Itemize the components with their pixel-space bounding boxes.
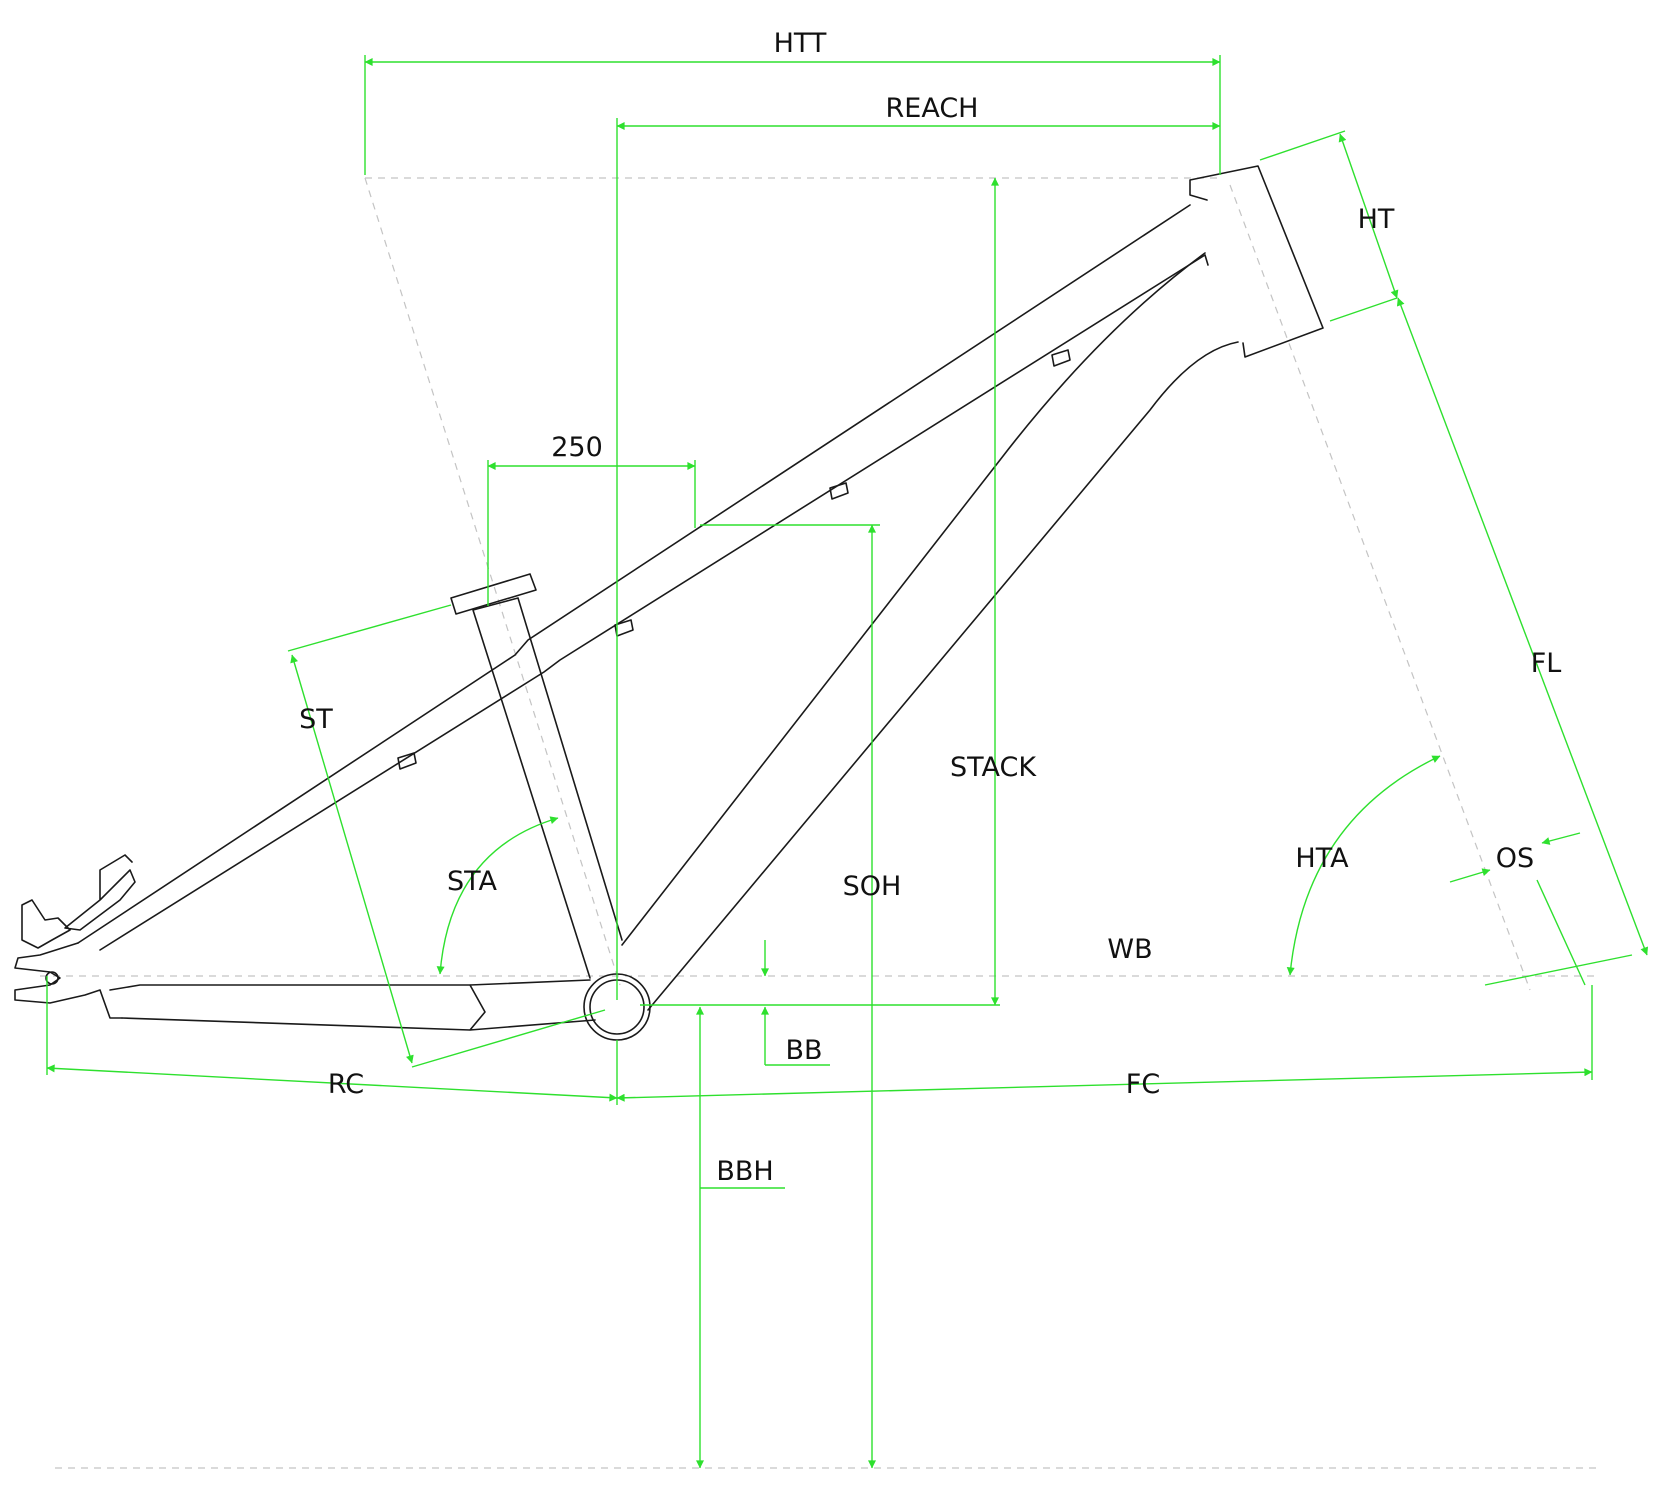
steering-axis-line: [1229, 184, 1531, 991]
label-wb: WB: [1107, 934, 1152, 965]
dropout-axle-hole: [45, 971, 59, 985]
ht-dimension-line: [1338, 133, 1399, 299]
dimensions: [46, 55, 1649, 1469]
seat-clamp: [450, 573, 537, 615]
label-stack: STACK: [950, 752, 1037, 783]
label-bb: BB: [785, 1035, 822, 1066]
st-dimension-line: [290, 654, 414, 1064]
rear-dropout: [14, 942, 123, 1019]
label-bbh: BBH: [716, 1156, 773, 1187]
reference-lines: [40, 177, 1600, 1469]
dimension-labels: HTT REACH HT FL 250 ST STACK SOH STA HTA…: [299, 28, 1561, 1187]
seat-tube-axis-extension: [364, 177, 621, 986]
seat-tube: [472, 597, 623, 979]
top-tube: [77, 204, 1209, 951]
fc-dimension-line: [616, 1068, 1593, 1102]
derailleur-hanger: [21, 854, 136, 949]
down-tube: [621, 252, 1239, 1011]
rc-dimension-line: [46, 1064, 618, 1102]
label-rc: RC: [328, 1069, 364, 1100]
label-soh: SOH: [843, 871, 902, 902]
label-ht: HT: [1358, 204, 1395, 235]
label-reach: REACH: [886, 93, 979, 124]
label-htt: HTT: [774, 28, 827, 59]
fl-dimension-line: [1396, 297, 1649, 956]
head-tube: [1189, 165, 1324, 358]
label-fl: FL: [1531, 648, 1562, 679]
label-fc: FC: [1126, 1069, 1160, 1100]
hta-angle-arc: [1286, 755, 1441, 976]
frame: [14, 165, 1324, 1041]
sta-angle-arc: [436, 816, 559, 975]
label-st: ST: [299, 704, 333, 735]
label-hta: HTA: [1295, 843, 1349, 874]
cable-guides: [397, 349, 1071, 770]
os-arrow-left: [1449, 868, 1491, 883]
label-250: 250: [551, 432, 603, 463]
chain-stay: [109, 979, 596, 1031]
label-sta: STA: [447, 866, 498, 897]
os-arrow-right: [1541, 832, 1581, 845]
label-os: OS: [1496, 843, 1534, 874]
